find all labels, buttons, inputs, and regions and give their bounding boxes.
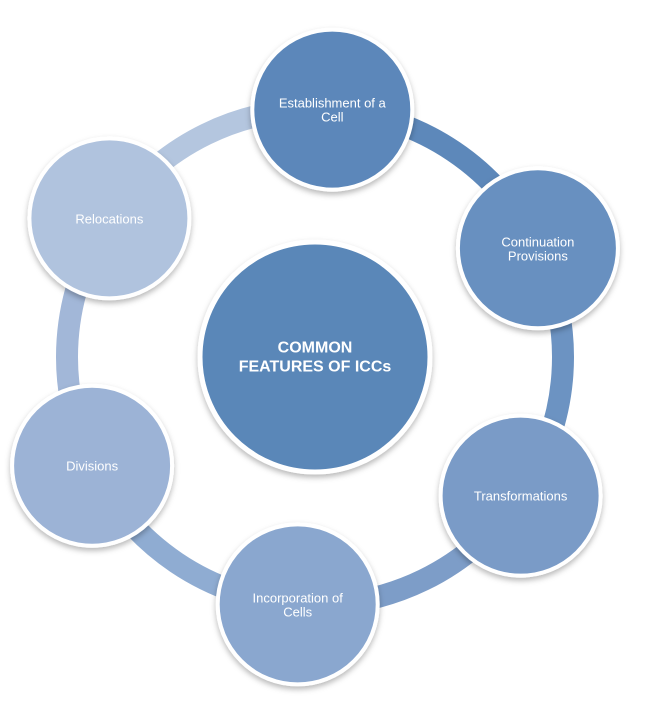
- node-circle-continuation: [455, 166, 620, 331]
- node-relocations: Relocations: [27, 136, 192, 301]
- node-label-incorporation-line: Incorporation of: [253, 590, 344, 605]
- node-label-relocations: Relocations: [75, 211, 143, 226]
- node-label-divisions-line: Divisions: [66, 459, 119, 474]
- node-divisions: Divisions: [10, 383, 175, 548]
- node-label-incorporation-line: Cells: [283, 604, 312, 619]
- node-label-divisions: Divisions: [66, 459, 119, 474]
- node-label-continuation-line: Provisions: [508, 248, 568, 263]
- node-circle-establishment: [250, 27, 415, 192]
- node-circle-divisions: [10, 383, 175, 548]
- node-circle-transformations: [438, 413, 603, 578]
- node-circle-incorporation: [215, 522, 380, 687]
- node-label-establishment-line: Cell: [321, 110, 344, 125]
- node-label-establishment-line: Establishment of a: [279, 96, 387, 111]
- center-hub: COMMON FEATURES OF ICCs: [197, 239, 433, 475]
- node-label-relocations-line: Relocations: [75, 211, 143, 226]
- center-title: COMMON FEATURES OF ICCs: [239, 340, 392, 376]
- node-label-transformations: Transformations: [474, 489, 568, 504]
- center-circle: [197, 239, 433, 475]
- node-label-continuation-line: Continuation: [501, 234, 574, 249]
- center-title-line: COMMON: [278, 340, 353, 357]
- node-transformations: Transformations: [438, 413, 603, 578]
- node-circle-relocations: [27, 136, 192, 301]
- node-label-transformations-line: Transformations: [474, 489, 568, 504]
- center-title-line: FEATURES OF ICCs: [239, 359, 392, 376]
